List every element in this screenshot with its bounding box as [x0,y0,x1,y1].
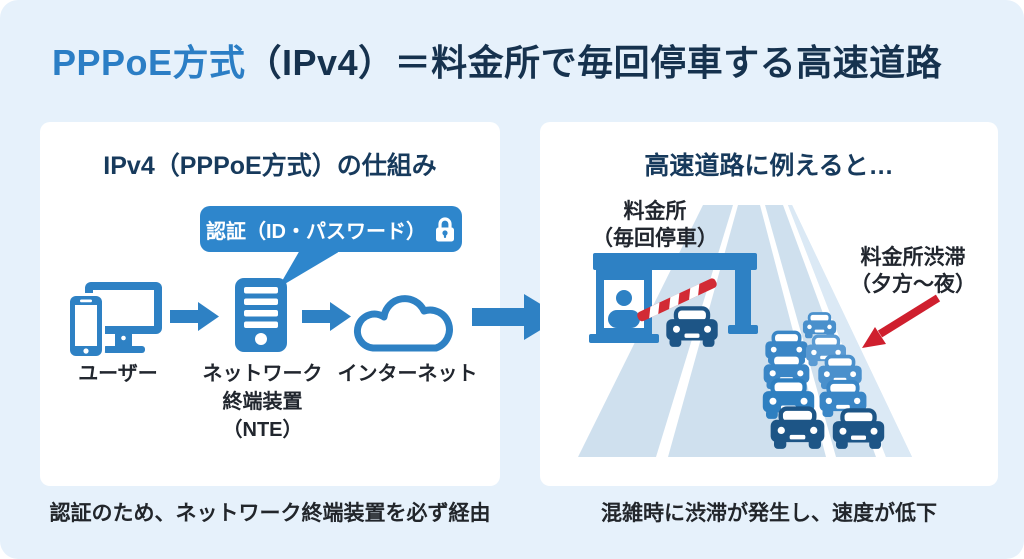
auth-callout-label: 認証（ID・パスワード） [206,220,426,243]
right-footnote: 混雑時に渋滞が発生し、速度が低下 [601,502,937,525]
tollgate-label-line2: （毎回停車） [592,227,718,250]
toll-operator [616,290,632,306]
tollgate-label-line1: 料金所 [623,200,687,223]
nte-label-line3: （NTE） [222,419,303,441]
right-panel-heading: 高速道路に例えると… [644,152,894,180]
highway-analogy-panel: 高速道路に例えると… [540,122,998,486]
user-label: ユーザー [78,363,158,385]
jam-label-line2: （夕方～夜） [850,273,976,296]
internet-label: インターネット [337,363,478,385]
jam-label: 料金所渋滞 （夕方～夜） [838,244,988,298]
auth-callout: 認証（ID・パスワード） [200,206,462,252]
tollgate-label: 料金所 （毎回停車） [585,198,725,252]
arrow-right-icon [170,302,219,331]
devices-icon [67,282,162,359]
nte-label: ネットワーク 終端装置 （NTE） [195,360,330,444]
jam-label-line1: 料金所渋滞 [860,246,966,269]
server-icon [235,278,287,352]
auth-callout-tail [278,250,338,288]
barrier-arm [637,278,717,322]
network-flow-icons [67,278,453,359]
cloud-icon [353,295,453,352]
page-title: PPPoE方式（IPv4）＝料金所で毎回停車する高速道路 [52,34,942,86]
nte-label-line2: 終端装置 [222,391,303,413]
pppoe-mechanism-panel: IPv4（PPPoE方式）の仕組み 認証（ID・パスワード） [40,122,500,486]
tollgate [589,253,758,343]
arrow-right-icon [302,302,351,331]
title-rest: （IPv4）＝料金所で毎回停車する高速道路 [245,42,943,83]
left-panel-heading: IPv4（PPPoE方式）の仕組み [103,152,437,180]
lock-icon [436,216,454,241]
jam-pointer-arrow-icon [862,294,941,348]
highway-illustration [578,205,941,457]
left-footnote: 認証のため、ネットワーク終端装置を必ず経由 [49,502,491,525]
title-highlight: PPPoE方式 [52,42,246,83]
nte-label-line1: ネットワーク [202,363,323,385]
